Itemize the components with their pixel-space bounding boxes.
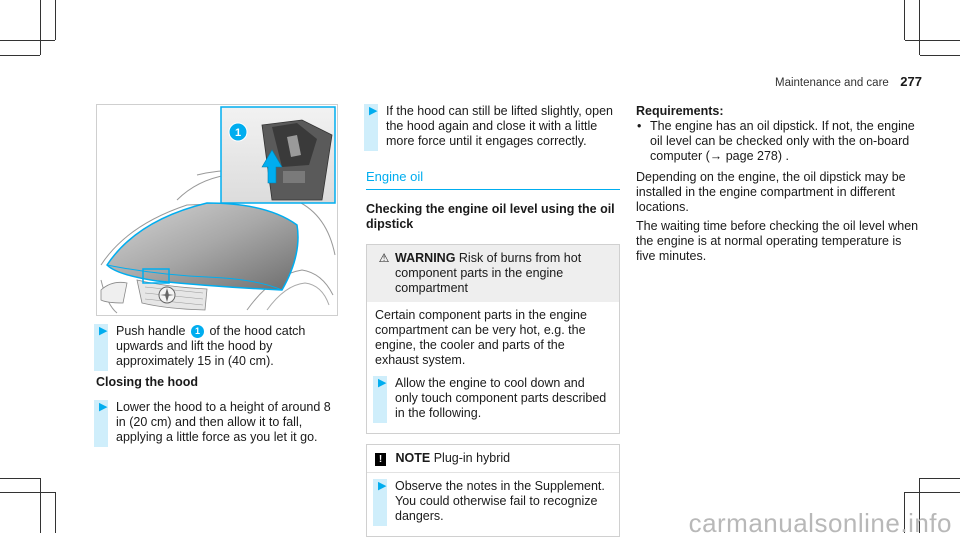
step-text-after: of the hood catch upwards and lift the h… xyxy=(116,324,306,368)
crop-mark xyxy=(40,478,41,533)
crop-mark xyxy=(40,0,41,55)
callout-1-icon: 1 xyxy=(191,325,204,338)
step-text-before: Push handle xyxy=(116,324,186,338)
step-text: Observe the notes in the Supplement. You… xyxy=(395,479,605,523)
step-lower-hood: ▶ Lower the hood to a height of around 8… xyxy=(94,400,342,447)
step-text: If the hood can still be lifted slightly… xyxy=(386,104,613,148)
step-bar xyxy=(94,400,108,447)
crop-mark xyxy=(920,55,960,56)
warning-label: WARNING xyxy=(395,251,456,265)
requirements-heading: Requirements: xyxy=(636,104,724,118)
step-open-hood: ▶ Push handle 1 of the hood catch upward… xyxy=(94,324,342,371)
requirement-item: • The engine has an oil dipstick. If not… xyxy=(636,119,922,164)
requirement-text: The engine has an oil dipstick. If not, … xyxy=(650,119,915,163)
step-arrow-icon: ▶ xyxy=(99,401,108,413)
warning-body: Certain component parts in the engine co… xyxy=(367,302,619,433)
crop-mark xyxy=(905,40,960,41)
watermark: carmanualsonline.info xyxy=(688,508,952,538)
warning-triangle-icon: ⚠ xyxy=(378,251,390,265)
page-header: Maintenance and care 277 xyxy=(702,74,922,91)
warning-text: Certain component parts in the engine co… xyxy=(375,308,587,367)
warning-step: ▶ Allow the engine to cool down and only… xyxy=(373,376,611,423)
column-middle: ▶ If the hood can still be lifted slight… xyxy=(364,104,620,537)
section-name: Maintenance and care xyxy=(775,77,889,89)
hood-illustration: 1 xyxy=(96,104,338,316)
crop-mark xyxy=(0,55,40,56)
note-box: ! NOTE Plug-in hybrid ▶ Observe the note… xyxy=(366,444,620,537)
note-title: Plug-in hybrid xyxy=(433,451,511,465)
step-bar xyxy=(373,376,387,423)
step-bar xyxy=(373,479,387,526)
closing-heading: Closing the hood xyxy=(96,375,199,389)
step-arrow-icon: ▶ xyxy=(99,325,108,337)
crop-mark xyxy=(920,478,960,479)
crop-mark xyxy=(904,0,905,40)
page-number: 277 xyxy=(900,74,922,89)
crop-mark xyxy=(55,492,56,533)
note-body: ▶ Observe the notes in the Supplement. Y… xyxy=(367,473,619,536)
paragraph-waiting-time: The waiting time before checking the oil… xyxy=(636,219,919,263)
note-step: ▶ Observe the notes in the Supplement. Y… xyxy=(373,479,611,526)
crop-mark xyxy=(0,478,40,479)
subheading-dipstick: Checking the engine oil level using the … xyxy=(366,202,615,231)
crop-mark xyxy=(919,0,920,55)
bullet-icon: • xyxy=(637,119,642,133)
crop-mark xyxy=(0,492,55,493)
warning-title: Risk of burns from hot component parts i… xyxy=(395,251,582,295)
step-text: Lower the hood to a height of around 8 i… xyxy=(116,400,331,444)
svg-text:1: 1 xyxy=(235,127,241,139)
crop-mark xyxy=(905,492,960,493)
step-bar xyxy=(94,324,108,371)
step-bar xyxy=(364,104,378,151)
warning-box: ⚠ WARNING Risk of burns from hot compone… xyxy=(366,244,620,434)
step-arrow-icon: ▶ xyxy=(369,105,378,117)
paragraph-location: Depending on the engine, the oil dipstic… xyxy=(636,170,906,214)
crop-mark xyxy=(0,40,55,41)
step-arrow-icon: ▶ xyxy=(378,480,387,492)
warning-header: ⚠ WARNING Risk of burns from hot compone… xyxy=(367,245,619,302)
column-right: Requirements: • The engine has an oil di… xyxy=(636,104,922,264)
column-left: ▶ Push handle 1 of the hood catch upward… xyxy=(94,324,342,451)
step-close-again: ▶ If the hood can still be lifted slight… xyxy=(364,104,620,151)
crop-mark xyxy=(904,492,905,533)
crop-mark xyxy=(919,478,920,533)
crop-mark xyxy=(55,0,56,40)
step-arrow-icon: ▶ xyxy=(378,377,387,389)
note-header: ! NOTE Plug-in hybrid xyxy=(367,445,619,473)
exclamation-icon: ! xyxy=(375,453,386,466)
car-hood-graphic: 1 xyxy=(100,106,336,314)
step-text: Allow the engine to cool down and only t… xyxy=(395,376,607,420)
note-label: NOTE xyxy=(395,451,431,465)
section-engine-oil: Engine oil xyxy=(366,169,620,190)
